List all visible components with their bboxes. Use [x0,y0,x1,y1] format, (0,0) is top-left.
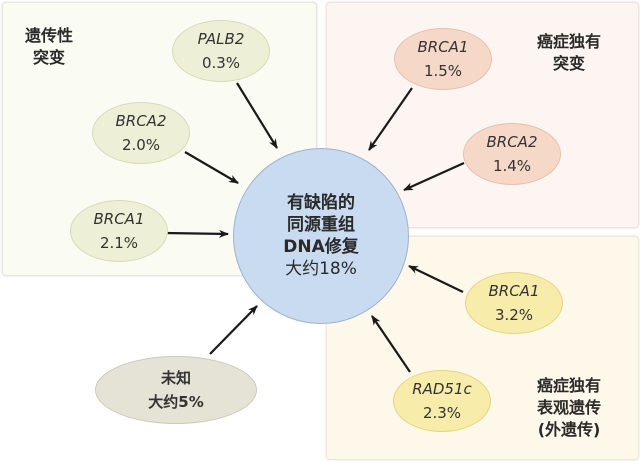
gene-percentage: 2.3% [422,404,462,422]
somatic-label-line1: 癌症独有 [537,32,602,51]
epigenetic-label-line2: 表观遗传 [537,398,602,417]
arrow-hereditary-brca1 [164,229,229,238]
arrow-palb2 [236,82,278,149]
arrow-somatic-brca1 [368,87,413,151]
gene-percentage: 2.1% [99,234,139,252]
gene-percentage: 1.5% [423,62,463,80]
somatic-panel-label: 癌症独有 突变 [537,31,601,75]
node-unknown: 未知 大约5% [95,356,257,424]
node-epigenetic-rad51c: RAD51c 2.3% [393,370,491,432]
center-line1: 有缺陷的 [287,193,355,213]
arrow-unknown [209,305,258,355]
center-line4: 大约18% [285,259,357,279]
hereditary-label-line1: 遗传性 [25,26,74,45]
node-somatic-brca1: BRCA1 1.5% [394,28,492,90]
gene-name: BRCA1 [93,210,145,228]
gene-percentage: 1.4% [492,157,532,175]
arrow-somatic-brca2 [403,161,465,192]
node-somatic-brca2: BRCA2 1.4% [463,123,561,185]
gene-name: BRCA2 [486,133,538,151]
node-hereditary-brca2: BRCA2 2.0% [92,102,190,164]
center-line3: DNA修复 [283,237,359,257]
node-hereditary-palb2: PALB2 0.3% [172,20,270,82]
epigenetic-panel-label: 癌症独有 表观遗传 (外遗传) [537,375,601,441]
epigenetic-label-line1: 癌症独有 [537,376,602,395]
arrow-hereditary-brca2 [184,151,239,184]
gene-name: BRCA2 [115,112,167,130]
gene-name: BRCA1 [417,38,469,56]
gene-percentage: 3.2% [494,306,534,324]
somatic-label-line2: 突变 [553,54,586,73]
epigenetic-label-line3: (外遗传) [537,420,601,439]
arrow-epigenetic-brca1 [408,265,464,293]
gene-name: RAD51c [412,380,472,398]
unknown-label: 未知 [160,369,191,387]
gene-percentage: 2.0% [121,136,161,154]
gene-name: PALB2 [197,30,245,48]
arrow-rad51c [371,315,411,373]
gene-percentage: 0.3% [201,54,241,72]
hr-dna-repair-deficiency-node: 有缺陷的 同源重组 DNA修复 大约18% [233,148,409,324]
gene-name: BRCA1 [488,282,540,300]
node-hereditary-brca1: BRCA1 2.1% [70,200,168,262]
unknown-percentage: 大约5% [148,393,204,411]
hereditary-label-line2: 突变 [33,48,66,67]
hereditary-panel-label: 遗传性 突变 [25,25,73,69]
node-epigenetic-brca1: BRCA1 3.2% [465,272,563,334]
center-line2: 同源重组 [287,215,355,235]
